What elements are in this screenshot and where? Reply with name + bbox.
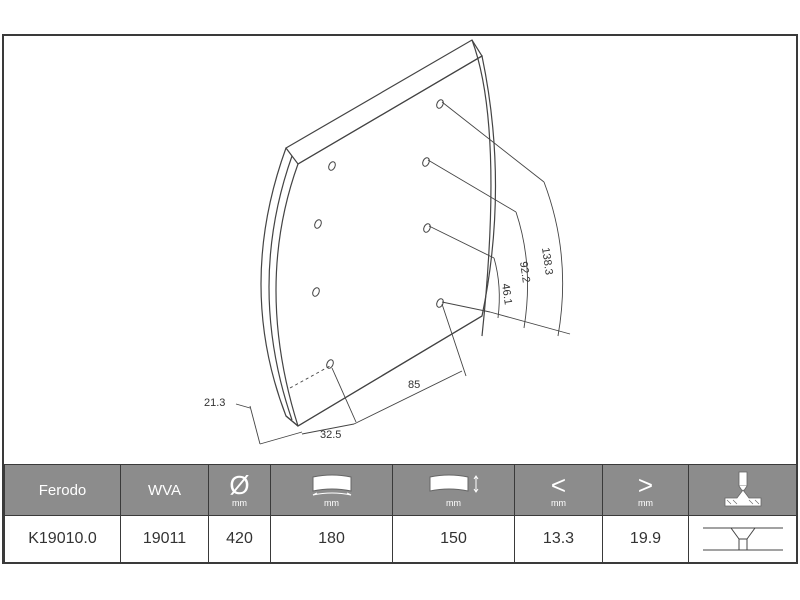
header-max-unit: mm <box>638 497 653 508</box>
lining-bottom-edge <box>285 415 299 427</box>
lining-width-icon <box>312 474 351 495</box>
greater-than-icon: > <box>637 469 654 500</box>
cell-length: 150 <box>392 515 515 563</box>
table-row: K19010.0 19011 420 180 150 13.3 19.9 <box>4 515 797 563</box>
dim-leader <box>441 301 491 313</box>
cell-countersink <box>688 515 797 563</box>
header-diameter-unit: mm <box>232 497 247 508</box>
header-width-unit: mm <box>324 497 339 508</box>
dim-extension-left <box>249 405 261 445</box>
dim-arc-46 <box>493 257 500 319</box>
dim-line-21 <box>259 431 303 445</box>
header-length: mm <box>392 464 515 516</box>
lining-bottom-face <box>297 315 483 427</box>
dim-label-85: 85 <box>408 379 420 391</box>
cell-width: 180 <box>270 515 393 563</box>
dim-line-32 <box>301 423 355 435</box>
dim-label-46: 46.1 <box>499 283 514 306</box>
header-min: < mm <box>514 464 603 516</box>
rivet-hole <box>326 359 334 369</box>
rivet-hole <box>314 219 322 229</box>
dim-leader-21 <box>235 403 251 409</box>
dim-leader <box>427 159 517 213</box>
dim-baseline <box>489 311 571 335</box>
cell-ferodo: K19010.0 <box>4 515 121 563</box>
rivet-hole <box>423 223 431 233</box>
dim-hidden <box>289 365 331 389</box>
header-width: mm <box>270 464 393 516</box>
dim-label-21: 21.3 <box>204 397 225 409</box>
dim-line-85 <box>353 370 463 425</box>
brake-lining-drawing: 138.3 92.2 46.1 85 21.3 32.5 <box>204 39 571 445</box>
drill-icon <box>724 471 761 507</box>
dim-arc-138 <box>543 181 564 337</box>
cell-wva: 19011 <box>120 515 209 563</box>
rivet-hole <box>422 157 430 167</box>
dim-label-32: 32.5 <box>320 429 341 441</box>
rivet-hole <box>328 161 336 171</box>
lining-side-outer <box>260 147 299 427</box>
rivet-hole <box>436 298 444 308</box>
lining-side-inner <box>268 155 293 421</box>
drawing-frame: 138.3 92.2 46.1 85 21.3 32.5 Ferodo WVA … <box>2 34 798 564</box>
header-length-unit: mm <box>446 497 461 508</box>
dim-arc-92 <box>515 211 529 329</box>
rivet-hole <box>312 287 320 297</box>
header-countersink <box>688 464 797 516</box>
dim-label-92: 92.2 <box>517 261 532 284</box>
spec-table: Ferodo WVA Ø mm mm mm <box>4 464 797 563</box>
lining-top-edge <box>285 39 483 165</box>
dim-label-138: 138.3 <box>539 247 555 276</box>
header-ferodo: Ferodo <box>4 464 121 516</box>
lining-height-icon <box>429 474 478 493</box>
dim-leader <box>441 101 545 183</box>
rivet-hole <box>436 99 444 109</box>
header-wva: WVA <box>120 464 209 516</box>
header-min-unit: mm <box>551 497 566 508</box>
dim-extension-85 <box>441 303 467 377</box>
less-than-icon: < <box>550 469 567 500</box>
table-header-row: Ferodo WVA Ø mm mm mm <box>4 464 797 516</box>
diameter-icon: Ø <box>229 469 250 500</box>
header-max: > mm <box>602 464 689 516</box>
lining-back-edge <box>471 39 492 337</box>
cell-diameter: 420 <box>208 515 271 563</box>
dim-leader <box>428 225 495 259</box>
cell-min: 13.3 <box>514 515 603 563</box>
lining-front-face <box>275 55 497 427</box>
cell-max: 19.9 <box>602 515 689 563</box>
countersink-profile-icon <box>702 527 783 551</box>
dim-extension-hole <box>331 367 357 423</box>
header-diameter: Ø mm <box>208 464 271 516</box>
